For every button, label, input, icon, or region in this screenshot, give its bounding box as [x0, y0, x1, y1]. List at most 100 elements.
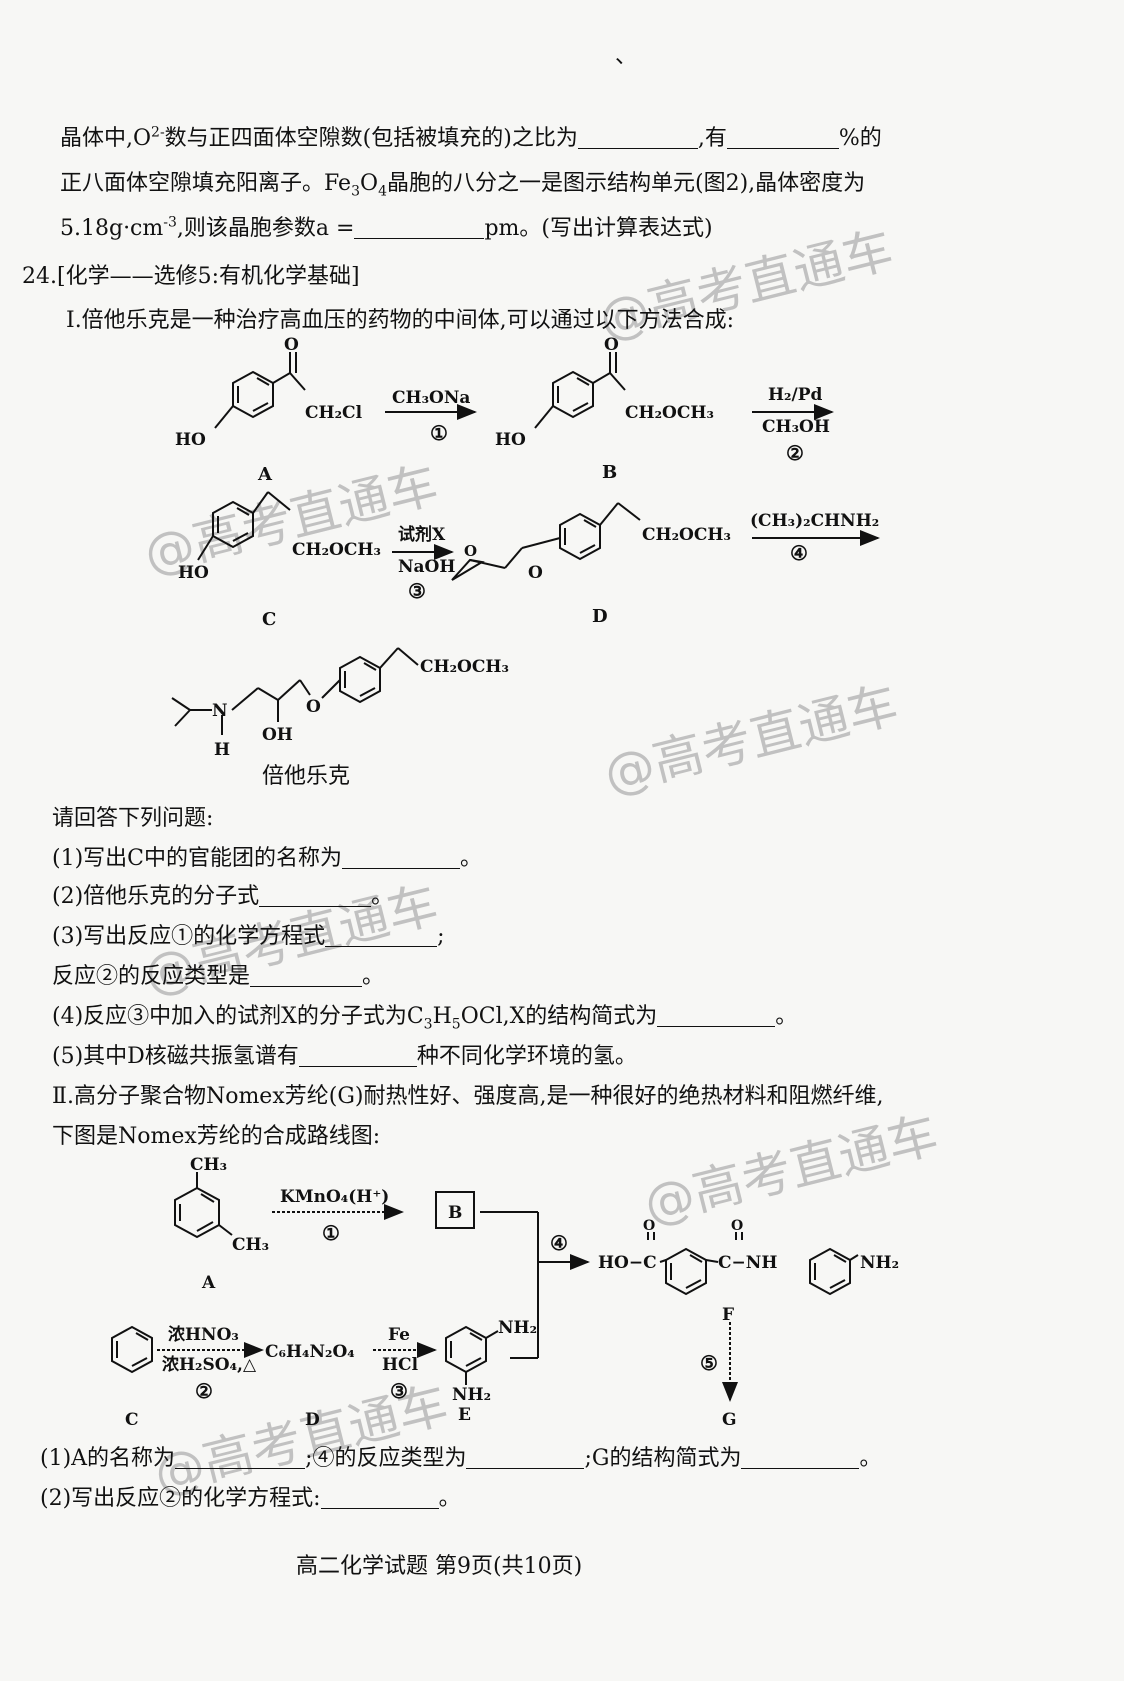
text: 晶胞的八分之一是图示结构单元(图2),晶体密度为 — [386, 171, 866, 196]
atom-label: CH₂Cl — [305, 403, 363, 423]
reagent: Fe — [388, 1325, 410, 1345]
atom-label: N — [212, 701, 228, 721]
compound-label: C — [125, 1410, 139, 1430]
reagent: HCl — [382, 1355, 419, 1375]
atom-label: NH₂ — [498, 1318, 537, 1338]
atom-label: OH — [262, 725, 293, 745]
atom-label: HO — [175, 430, 206, 450]
text: 数与正四面体空隙数(包括被填充的)之比为 — [164, 126, 578, 151]
reagent: KMnO₄(H⁺) — [280, 1187, 389, 1207]
step-number: ④ — [790, 541, 808, 565]
answer-blank[interactable] — [726, 126, 839, 149]
atom-label: O — [284, 335, 299, 355]
step-number: ② — [786, 441, 804, 465]
text: 。 — [362, 964, 385, 989]
atom-label: HO — [178, 563, 209, 583]
answer-blank[interactable] — [250, 964, 363, 987]
text: O — [360, 171, 379, 196]
atom-label: CH₃ — [232, 1235, 269, 1255]
atom-label: HO — [495, 430, 526, 450]
text: (2)写出反应②的化学方程式: — [40, 1486, 321, 1511]
compound-label: D — [305, 1410, 320, 1430]
question-2: (2)倍他乐克的分子式。 — [52, 878, 393, 910]
text: ,则该晶胞参数a = — [176, 216, 355, 241]
compound-label: B — [602, 462, 617, 483]
atom-label: NH₂ — [860, 1253, 899, 1273]
answer-blank[interactable] — [741, 1446, 860, 1469]
tick-mark: 、 — [615, 44, 638, 69]
atom-label: O — [643, 1218, 655, 1234]
reagent: (CH₃)₂CHNH₂ — [750, 511, 879, 531]
question-3-b: 反应②的反应类型是 。 — [52, 958, 384, 990]
answer-blank[interactable] — [354, 216, 485, 239]
text: ; — [437, 924, 445, 949]
text-line-2: 正八面体空隙填充阳离子。Fe3O4晶胞的八分之一是图示结构单元(图2),晶体密度… — [60, 165, 865, 199]
answer-blank[interactable] — [325, 924, 438, 947]
text: 晶体中,O — [60, 126, 152, 151]
scheme-1: O CH₂Cl HO A CH₃ONa ① O CH₂OCH₃ HO B H₂/… — [171, 335, 880, 760]
text: 种不同化学环境的氢。 — [416, 1044, 637, 1069]
part-2-intro-b: 下图是Nomex芳纶的合成路线图: — [52, 1124, 381, 1149]
atom-label: NH₂ — [452, 1385, 491, 1405]
atom-label: CH₂OCH₃ — [292, 540, 381, 560]
step-number: ② — [195, 1379, 213, 1403]
answer-blank[interactable] — [657, 1004, 776, 1027]
superscript: -3 — [163, 214, 177, 231]
text: 。 — [460, 846, 483, 871]
product-name: 倍他乐克 — [262, 764, 351, 789]
answer-blank[interactable] — [175, 1446, 306, 1469]
compound-label: A — [257, 464, 273, 485]
formula: C₆H₄N₂O₄ — [265, 1342, 355, 1362]
part-1-intro: Ⅰ.倍他乐克是一种治疗高血压的药物的中间体,可以通过以下方法合成: — [66, 308, 735, 333]
superscript: 2- — [151, 124, 165, 141]
step-number: ③ — [390, 1379, 408, 1403]
page-footer: 高二化学试题 第9页(共10页) — [296, 1554, 583, 1579]
atom-label: CH₃ — [190, 1155, 227, 1175]
subscript: 3 — [423, 1016, 433, 1033]
question-4: (4)反应③中加入的试剂X的分子式为C3H5OCl,X的结构简式为。 — [52, 998, 797, 1032]
atom-label: O — [464, 542, 477, 560]
compound-label: G — [722, 1410, 737, 1430]
text: (1)写出C中的官能团的名称为 — [52, 846, 342, 871]
atom-label: CH₂OCH₃ — [642, 525, 731, 545]
text: (5)其中D核磁共振氢谱有 — [52, 1044, 299, 1069]
reagent: 浓H₂SO₄,△ — [162, 1355, 257, 1375]
atom-label: HO−C — [598, 1253, 657, 1273]
compound-label: F — [722, 1305, 734, 1325]
atom-label: CH₂OCH₃ — [625, 403, 714, 423]
text-line-1: 晶体中,O2-数与正四面体空隙数(包括被填充的)之比为,有%的 — [60, 120, 882, 152]
text: (2)倍他乐克的分子式 — [52, 884, 260, 909]
text: (3)写出反应①的化学方程式 — [52, 924, 326, 949]
question-24-heading: 24.[化学——选修5:有机化学基础] — [22, 264, 360, 289]
text: ,有 — [697, 126, 727, 151]
text: (1)A的名称为 — [40, 1446, 176, 1471]
box-label: B — [448, 1203, 462, 1223]
atom-label: H — [214, 740, 230, 760]
text: 正八面体空隙填充阳离子。Fe — [60, 171, 352, 196]
part-2-question-1: (1)A的名称为;④的反应类型为;G的结构简式为。 — [40, 1440, 882, 1472]
text: 反应②的反应类型是 — [52, 964, 251, 989]
subscript: 3 — [351, 183, 361, 200]
answer-blank[interactable] — [466, 1446, 585, 1469]
answer-blank[interactable] — [342, 846, 460, 869]
answer-blank[interactable] — [298, 1044, 417, 1067]
text: ;G的结构简式为 — [584, 1446, 742, 1471]
text: 5.18g·cm — [60, 216, 164, 241]
atom-label: CH₂OCH₃ — [420, 657, 509, 677]
question-prompt: 请回答下列问题: — [52, 806, 214, 831]
atom-label: O — [731, 1218, 743, 1234]
answer-blank[interactable] — [320, 1486, 439, 1509]
answer-blank[interactable] — [577, 126, 698, 149]
reagent: 试剂X — [398, 524, 446, 545]
reagent: CH₃OH — [762, 417, 830, 437]
text: OCl,X的结构简式为 — [460, 1004, 658, 1029]
compound-label: D — [592, 606, 608, 627]
compound-label: A — [201, 1273, 216, 1293]
text: H — [432, 1004, 452, 1029]
atom-label: C−NH — [718, 1253, 777, 1273]
answer-blank[interactable] — [259, 884, 372, 907]
text: 。 — [775, 1004, 798, 1029]
subscript: 5 — [451, 1016, 461, 1033]
question-1: (1)写出C中的官能团的名称为 。 — [52, 840, 482, 872]
